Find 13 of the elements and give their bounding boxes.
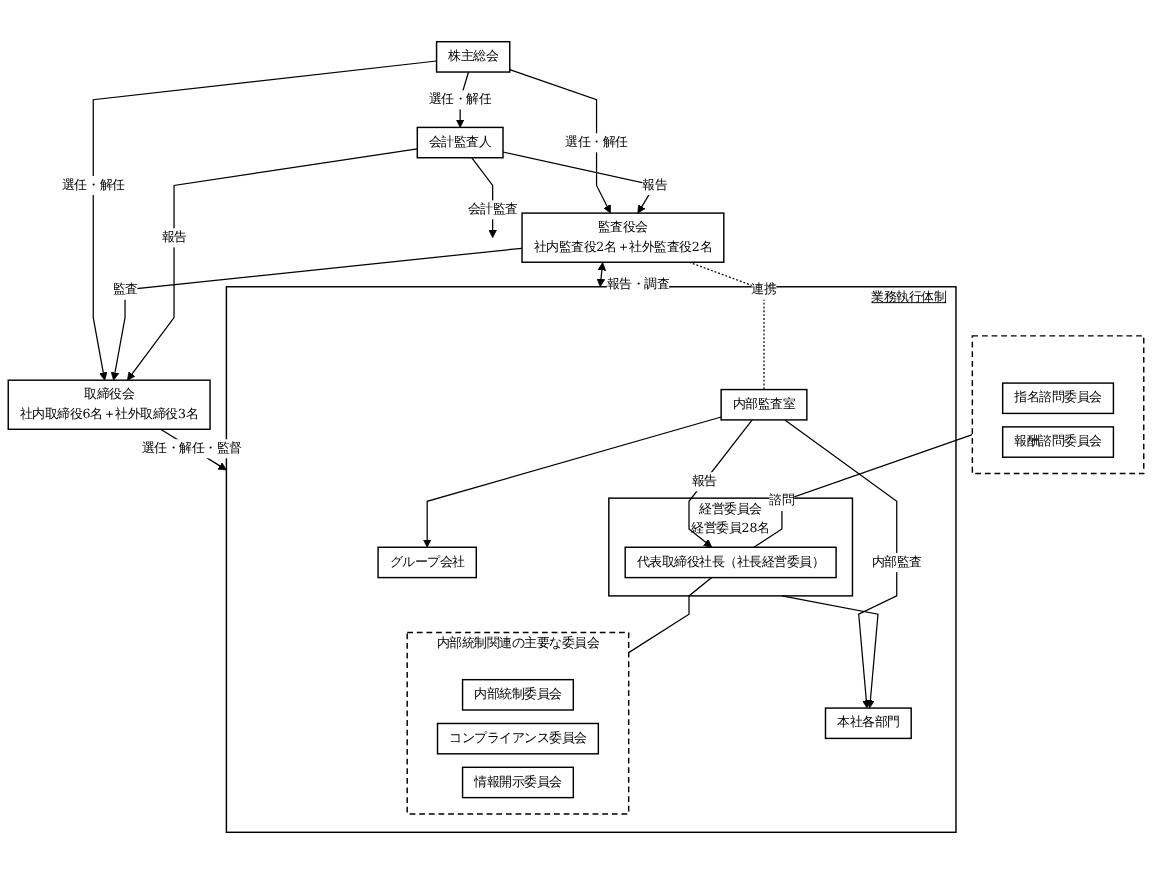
arrow (127, 148, 418, 381)
arrow (784, 419, 898, 709)
arrow (781, 595, 879, 709)
connector (688, 261, 765, 391)
arrow (509, 68, 611, 214)
cluster (971, 335, 1145, 475)
connector (753, 434, 973, 548)
arrow (688, 419, 753, 548)
arrow (92, 60, 438, 381)
arrow (110, 247, 523, 381)
arrow (596, 262, 607, 288)
arrow (422, 416, 722, 548)
connector (628, 576, 713, 654)
